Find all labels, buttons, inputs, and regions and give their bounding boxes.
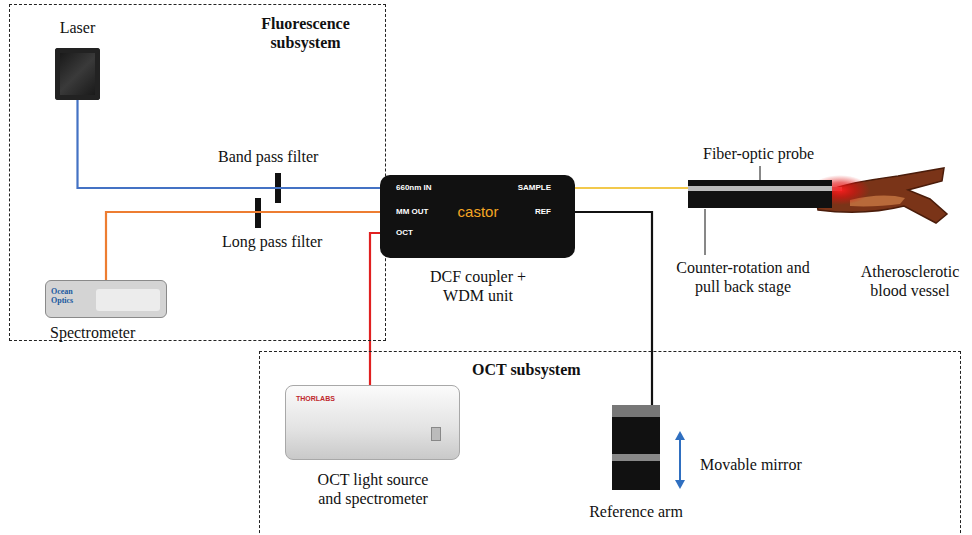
node-heading: Reference arm xyxy=(571,502,701,521)
fiber-connector xyxy=(575,212,652,405)
fiber-connector xyxy=(370,233,380,385)
part-label: Long pass filter xyxy=(222,232,322,251)
node-heading: Fluorescence subsystem xyxy=(248,14,363,52)
node-text: REF xyxy=(535,207,551,217)
node-text: Ocean Optics xyxy=(51,287,93,305)
movement-arrow xyxy=(675,431,685,489)
pullback-stage: Fiber-optic probeCounter-rotation and pu… xyxy=(688,180,832,208)
node-text: SAMPLE xyxy=(518,183,551,193)
node-heading: Spectrometer xyxy=(50,323,135,342)
reference-arm-icon: Reference arm xyxy=(612,405,660,490)
oct-source-icon: THORLABSOCT light source and spectromete… xyxy=(285,385,460,460)
node-heading: Counter-rotation and pull back stage xyxy=(668,258,818,296)
part-label: Movable mirror xyxy=(700,455,802,474)
node-text: MM OUT xyxy=(396,207,428,217)
node-text: castor xyxy=(450,202,506,221)
leader-line xyxy=(705,209,706,255)
node-heading: OCT subsystem xyxy=(472,360,581,379)
fiber-connector xyxy=(78,100,381,188)
node-text: Fiber-optic probe xyxy=(703,144,814,163)
fiber-connector xyxy=(106,212,380,280)
subsystem-region: OCT subsystemTHORLABSOCT light source an… xyxy=(260,352,960,535)
node-heading: Laser xyxy=(47,18,108,37)
node-text: OCT xyxy=(396,228,413,238)
node-text: 660nm IN xyxy=(396,183,432,193)
laser-icon: Laser xyxy=(55,48,100,100)
fiber-connector xyxy=(575,187,688,189)
node-heading: OCT light source and spectrometer xyxy=(308,470,438,508)
node-text: THORLABS xyxy=(296,394,335,403)
subsystem-region: Fluorescence subsystemLaserOcean OpticsS… xyxy=(10,5,385,340)
spectrometer-icon: Ocean OpticsSpectrometer xyxy=(45,280,167,318)
part-label: Band pass filter xyxy=(218,147,318,166)
coupler-box: 660nm INMM OUTOCTSAMPLEREFcastorDCF coup… xyxy=(380,175,575,258)
part-label: Atherosclerotic blood vessel xyxy=(855,262,965,300)
node-heading: DCF coupler + WDM unit xyxy=(418,267,538,305)
